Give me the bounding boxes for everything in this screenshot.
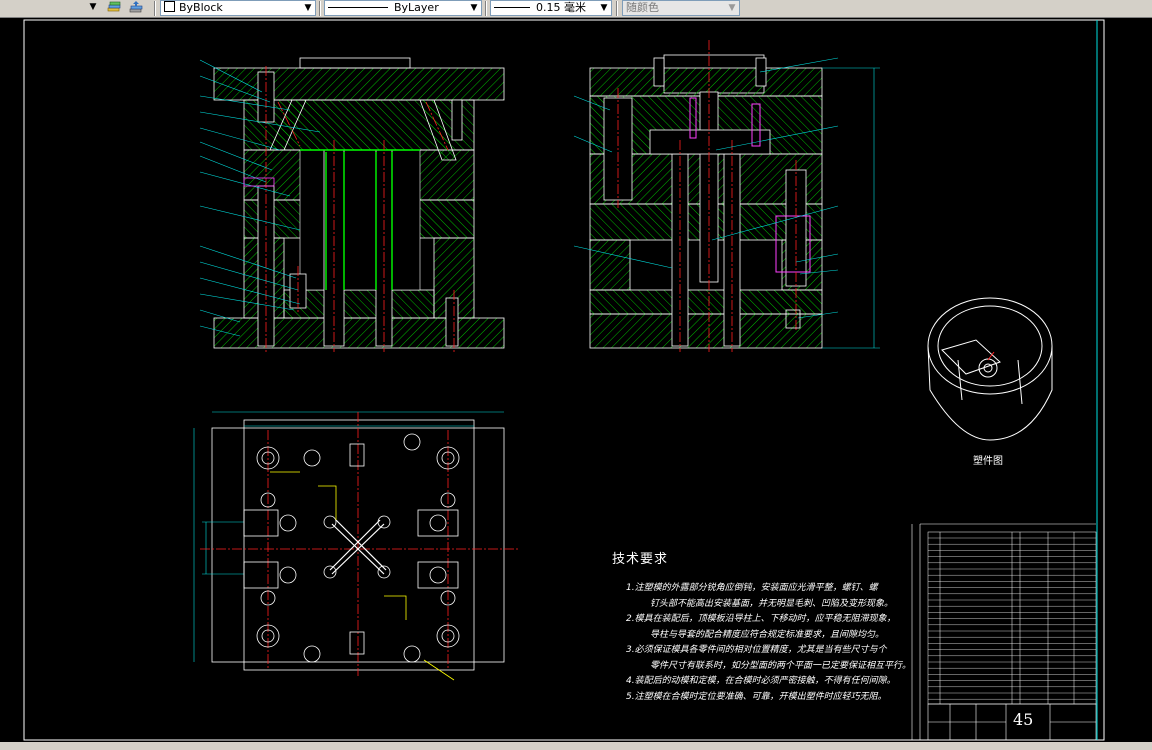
tech-item: 2.模具在装配后，顶模板沿导柱上、下移动时，应平稳无阻滞现象， xyxy=(626,614,896,624)
part-drawing xyxy=(927,297,1053,441)
parts-list xyxy=(927,531,1097,705)
plotstyle-dropdown: 随颜色 ▼ xyxy=(622,0,740,16)
lineweight-dropdown[interactable]: 0.15 毫米 ▼ xyxy=(490,0,612,16)
linetype-value: ByLayer xyxy=(394,1,439,14)
layer-previous-icon[interactable] xyxy=(128,1,144,15)
tech-item: 5.注塑模在合模时定位要准确、可靠，开模出塑件时应轻巧无阻。 xyxy=(626,691,887,702)
technical-requirements: 技术要求 1.注塑模的外露部分锐角应倒钝，安装面应光滑平整，螺钉、螺 钉头部不能… xyxy=(612,548,912,705)
chevron-down-icon[interactable]: ▼ xyxy=(600,3,608,13)
part-drawing-label: 塑件图 xyxy=(973,456,1003,467)
tech-item: 零件尺寸有联系时，如分型面的两个平面一已定要保证相互平行。 xyxy=(650,660,912,671)
side-section-view xyxy=(573,40,880,352)
runner-system xyxy=(329,519,387,575)
tech-item: 3.必须保证模具各零件间的相对位置精度，尤其是当有些尺寸与个 xyxy=(626,645,887,655)
toolbar-separator xyxy=(319,1,321,16)
drawing-canvas[interactable] xyxy=(0,18,1152,750)
color-value: ByBlock xyxy=(179,1,223,14)
tech-item: 1.注塑模的外露部分锐角应倒钝，安装面应光滑平整，螺钉、螺 xyxy=(626,583,878,593)
plan-dimensions xyxy=(193,411,504,662)
color-dropdown[interactable]: ByBlock ▼ xyxy=(160,0,316,16)
side-leaders xyxy=(573,57,839,319)
color-swatch-icon xyxy=(164,1,175,12)
front-centerlines xyxy=(265,66,455,352)
side-centerlines xyxy=(617,40,797,352)
lineweight-value: 0.15 毫米 xyxy=(536,1,586,14)
status-bar xyxy=(0,742,1152,750)
sheet-border-marks xyxy=(911,523,1096,740)
tech-item: 钉头部不能高出安装基面，并无明显毛刺、凹陷及变形现象。 xyxy=(650,598,894,609)
layer-states-icon[interactable] xyxy=(106,1,122,15)
chevron-down-icon: ▼ xyxy=(728,3,736,13)
linetype-dropdown[interactable]: ByLayer ▼ xyxy=(324,0,482,16)
drawing-frame xyxy=(23,19,1105,741)
chevron-down-icon[interactable]: ▼ xyxy=(304,3,312,13)
toolbar-separator xyxy=(616,1,618,16)
parts-list-rows xyxy=(928,537,1096,700)
plan-holes xyxy=(243,433,460,663)
properties-toolbar: ▼ ByBlock ▼ ByLayer ▼ 0.15 毫米 ▼ 随颜色 ▼ xyxy=(0,0,1152,18)
plan-view xyxy=(193,411,520,681)
layer-dropdown-tail[interactable]: ▼ xyxy=(0,0,102,16)
chevron-down-icon[interactable]: ▼ xyxy=(470,3,478,13)
toolbar-separator xyxy=(154,1,156,16)
cavity-inserts xyxy=(300,149,420,290)
front-section-view xyxy=(199,57,505,352)
tech-item: 4.装配后的动模和定模，在合模时必须严密接触，不得有任何间隙。 xyxy=(626,676,896,686)
lineweight-preview-icon xyxy=(494,7,530,8)
tech-title: 技术要求 xyxy=(612,552,669,567)
toolbar-separator xyxy=(485,1,487,16)
ejector-parts xyxy=(689,97,811,273)
chevron-down-icon[interactable]: ▼ xyxy=(89,2,97,12)
plan-leaders xyxy=(270,471,455,681)
tech-item: 导柱与导套的配合精度应符合规定标准要求，且间隙均匀。 xyxy=(650,629,885,640)
plotstyle-value: 随颜色 xyxy=(626,1,659,14)
title-block xyxy=(927,703,1097,741)
height-dimension xyxy=(822,67,880,349)
title-block-number: 45 xyxy=(1013,710,1034,729)
linetype-preview-icon xyxy=(328,7,388,8)
